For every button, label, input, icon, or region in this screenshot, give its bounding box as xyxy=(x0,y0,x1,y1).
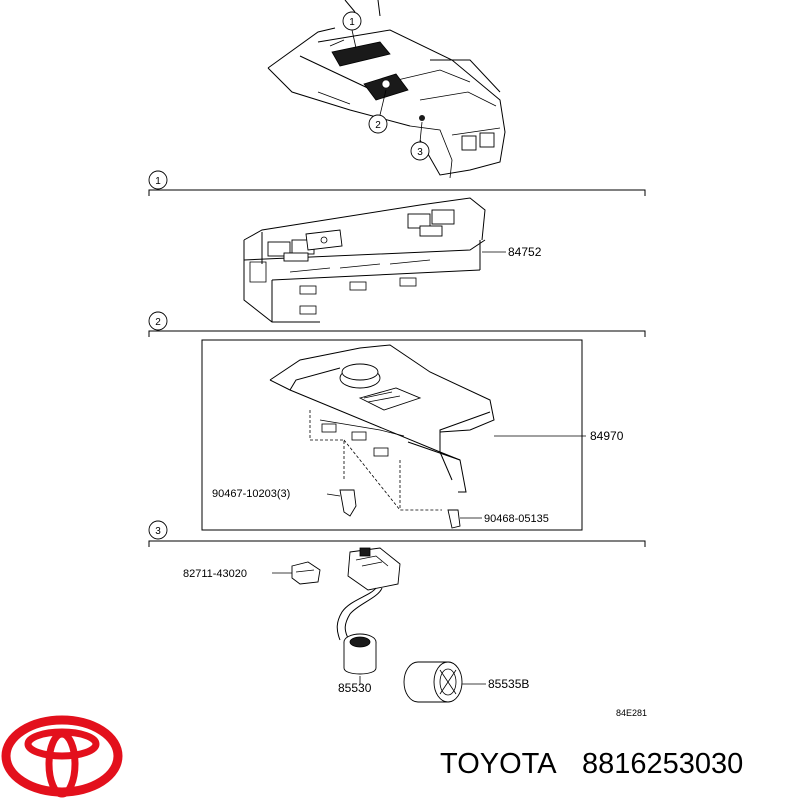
callout-2-top: 2 xyxy=(368,89,388,134)
svg-text:3: 3 xyxy=(155,526,161,537)
svg-text:2: 2 xyxy=(375,120,381,131)
power-outlet-illustration xyxy=(272,547,486,703)
callout-3-top: 3 xyxy=(410,121,430,161)
shift-console-illustration xyxy=(269,344,586,529)
part-number-85535b: 85535B xyxy=(488,677,529,691)
section-3-bracket: 3 xyxy=(148,520,646,547)
brand-name: TOYOTA xyxy=(440,748,557,780)
switch-panel-illustration xyxy=(243,197,506,323)
part-number-82711-43020: 82711-43020 xyxy=(183,568,247,580)
svg-text:2: 2 xyxy=(155,317,161,328)
part-number-84970: 84970 xyxy=(590,429,624,443)
section-1-bracket: 1 xyxy=(148,170,646,196)
part-number-90467-10203: 90467-10203(3) xyxy=(212,488,290,500)
part-number-90468-05135: 90468-05135 xyxy=(484,513,549,525)
section-2-bracket: 2 xyxy=(148,311,646,337)
toyota-logo xyxy=(1,715,123,798)
console-overview-illustration xyxy=(267,0,506,179)
illustration-code: 84E281 xyxy=(616,708,647,718)
svg-text:3: 3 xyxy=(417,147,423,158)
brand-part-number: 8816253030 xyxy=(582,748,743,780)
section-2-frame xyxy=(201,339,583,531)
part-number-84752: 84752 xyxy=(508,245,542,259)
svg-text:1: 1 xyxy=(349,17,355,28)
svg-text:1: 1 xyxy=(155,176,161,187)
callout-1-top: 1 xyxy=(342,11,362,49)
part-number-85530: 85530 xyxy=(338,681,372,695)
